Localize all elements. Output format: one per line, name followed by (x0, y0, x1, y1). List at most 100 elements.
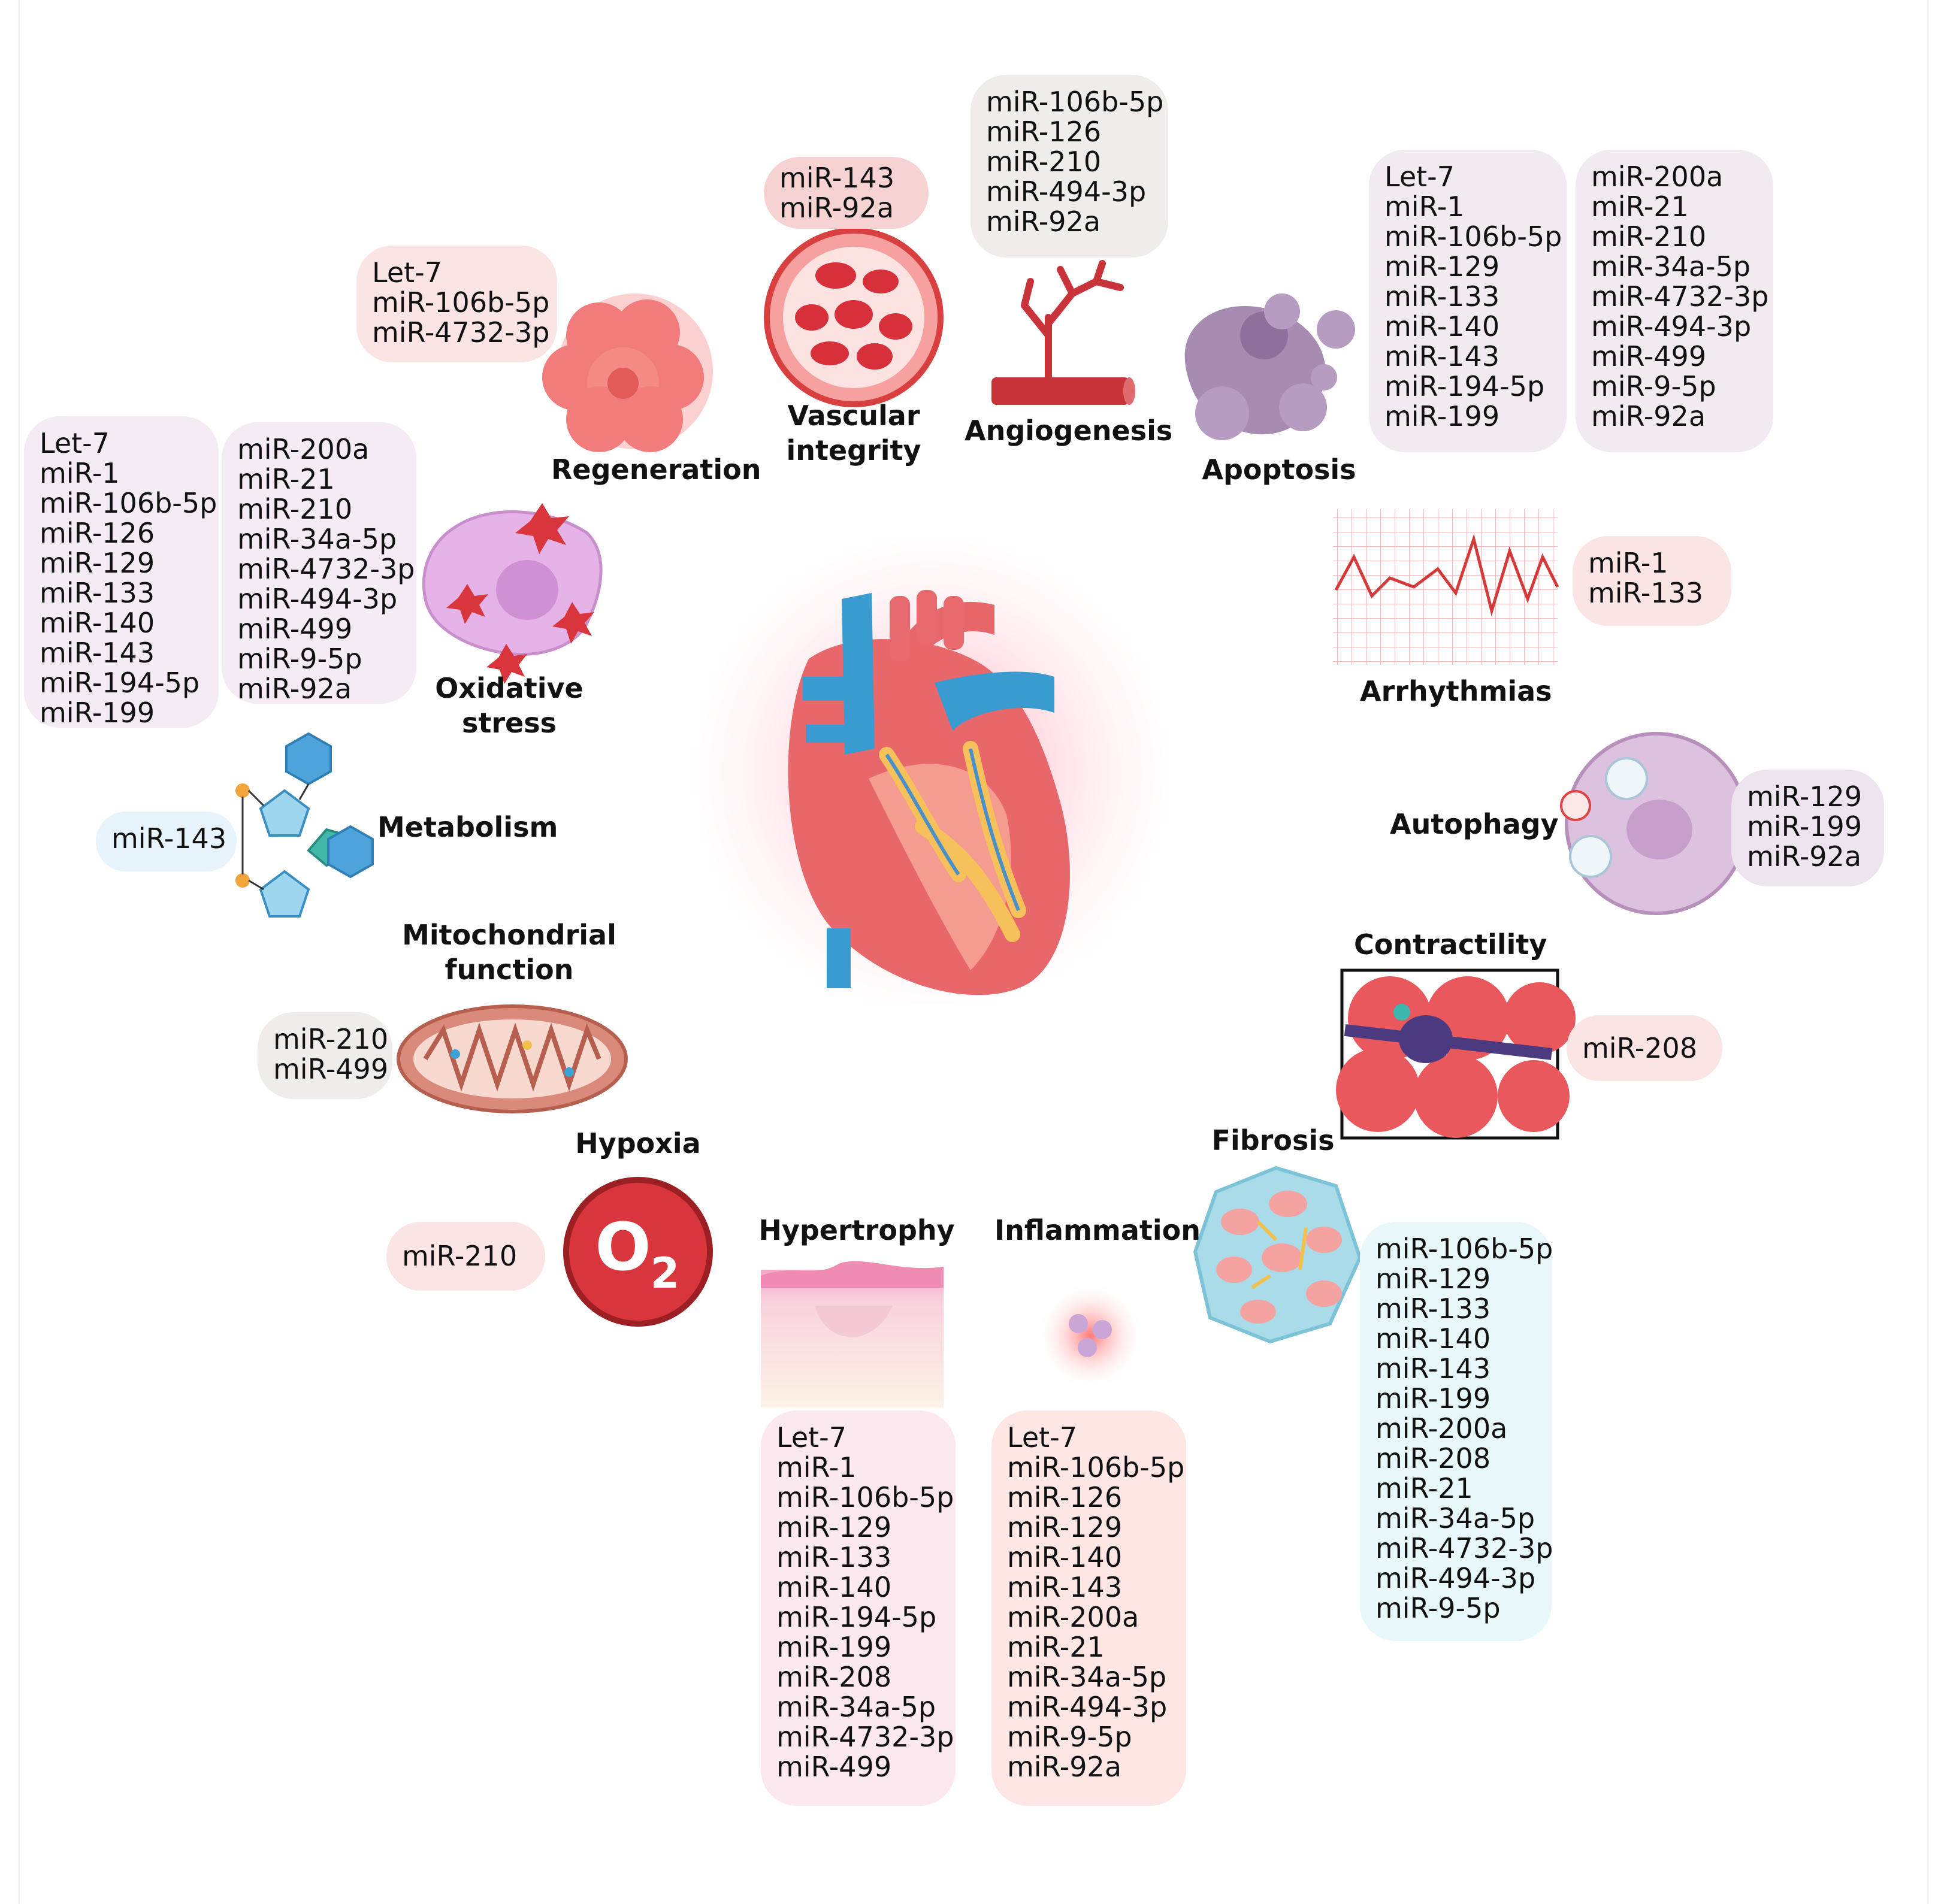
mirna-item: miR-143 (111, 822, 227, 855)
mirna-item: miR-4732-3p (237, 553, 415, 585)
mirna-item: miR-9-5p (1375, 1592, 1501, 1624)
mirna-item: miR-106b-5p (776, 1481, 954, 1513)
heart-icon (656, 497, 1207, 1048)
mirna-item: miR-210 (273, 1023, 389, 1055)
mirna-item: miR-21 (237, 463, 335, 495)
mirna-item: miR-194-5p (1384, 370, 1545, 402)
apoptotic-cell-icon (1184, 293, 1355, 440)
mirna-item: miR-4732-3p (1375, 1532, 1553, 1564)
mirna-item: miR-129 (1747, 780, 1863, 813)
mirna-item: miR-140 (1375, 1322, 1491, 1355)
oxidative-stress-cell-icon (422, 503, 603, 684)
mirna-item: miR-200a (237, 433, 370, 465)
regeneration-cells-icon (542, 293, 713, 452)
label-arrhythmias: Arrhythmias (1360, 675, 1552, 707)
blood-vessel-branch-icon (991, 260, 1135, 405)
metabolism-molecule-icon (235, 732, 374, 918)
mirna-item: miR-129 (1007, 1511, 1123, 1543)
mirna-item: miR-499 (1591, 340, 1707, 373)
mirna-item: miR-34a-5p (237, 523, 397, 555)
mirna-item: miR-494-3p (986, 175, 1147, 208)
mirna-item: miR-133 (1588, 577, 1704, 609)
mirna-item: miR-21 (1375, 1472, 1473, 1505)
mirna-item: miR-92a (986, 205, 1101, 238)
mirna-item: Let-7 (40, 427, 110, 459)
o2-letter: O (595, 1209, 651, 1285)
mirna-item: miR-208 (1375, 1442, 1491, 1475)
mirna-item: miR-210 (402, 1240, 518, 1272)
mirna-item: miR-1 (1384, 190, 1465, 223)
label-fibrosis: Fibrosis (1211, 1124, 1335, 1157)
mirna-item: miR-9-5p (1591, 370, 1716, 402)
mirna-item: Let-7 (1384, 161, 1455, 193)
mirna-item: Let-7 (776, 1421, 847, 1454)
figure-frame (18, 0, 1929, 1904)
label-hypoxia: Hypoxia (575, 1127, 701, 1160)
mirna-item: miR-9-5p (1007, 1721, 1132, 1753)
mirna-item: miR-4732-3p (372, 316, 550, 349)
mirna-item: miR-143 (1375, 1352, 1491, 1385)
mirna-item: Let-7 (1007, 1421, 1078, 1454)
mirna-item: miR-210 (1591, 220, 1707, 253)
mirna-item: miR-140 (1007, 1541, 1123, 1573)
label-hypertrophy: Hypertrophy (758, 1214, 955, 1246)
mirna-item: miR-4732-3p (776, 1721, 954, 1753)
autophagy-cell-icon (1560, 732, 1748, 915)
mirna-item: miR-92a (1747, 840, 1862, 873)
mirna-item: miR-106b-5p (372, 286, 550, 319)
mirna-item: miR-199 (40, 697, 155, 729)
mirna-item: miR-499 (237, 613, 353, 645)
mirna-item: miR-129 (1375, 1263, 1491, 1295)
mirna-item: miR-34a-5p (1375, 1502, 1535, 1534)
label-apoptosis: Apoptosis (1202, 453, 1356, 486)
mirna-box-contractility: miR-208 (1567, 1015, 1722, 1081)
hypertrophy-tissue-icon (761, 1261, 944, 1407)
mirna-item: miR-208 (776, 1661, 892, 1693)
mirna-item: miR-129 (1384, 250, 1500, 283)
mirna-item: miR-199 (1747, 810, 1863, 843)
o2-subscript: 2 (651, 1249, 680, 1298)
mirna-item: miR-194-5p (776, 1601, 937, 1633)
mitochondrion-icon (397, 1004, 628, 1113)
mirna-item: miR-199 (1375, 1382, 1491, 1415)
mirna-item: miR-143 (1384, 340, 1500, 373)
label-metabolism: Metabolism (377, 811, 558, 843)
mirna-item: miR-106b-5p (1375, 1233, 1553, 1265)
sarcomere-icon (1336, 968, 1576, 1140)
mirna-item: miR-140 (40, 607, 155, 639)
mirna-item: miR-1 (776, 1451, 857, 1484)
mirna-item: miR-494-3p (1375, 1562, 1536, 1594)
mirna-item: miR-208 (1582, 1032, 1698, 1064)
mirna-item: miR-499 (776, 1751, 892, 1783)
mirna-item: miR-21 (1007, 1631, 1105, 1663)
mirna-item: miR-199 (1384, 400, 1500, 432)
fibrotic-tissue-icon (1193, 1166, 1362, 1344)
mirna-item: miR-106b-5p (40, 487, 217, 519)
mirna-item: miR-1 (1588, 547, 1668, 579)
mirna-item: miR-133 (776, 1541, 892, 1573)
mirna-item: miR-494-3p (1007, 1691, 1168, 1723)
mirna-item: Let-7 (372, 256, 443, 289)
mirna-item: miR-9-5p (237, 643, 362, 675)
label-regeneration: Regeneration (551, 453, 761, 486)
inflammatory-cells-icon (1036, 1282, 1144, 1390)
mirna-item: miR-140 (1384, 310, 1500, 343)
label-autophagy: Autophagy (1390, 808, 1559, 840)
mirna-item: miR-200a (1375, 1412, 1508, 1445)
mirna-item: miR-140 (776, 1571, 892, 1603)
mirna-item: miR-126 (986, 116, 1102, 148)
mirna-item: miR-106b-5p (986, 86, 1164, 118)
mirna-item: miR-92a (1591, 400, 1706, 432)
mirna-box-metabolism: miR-143 (96, 812, 237, 871)
